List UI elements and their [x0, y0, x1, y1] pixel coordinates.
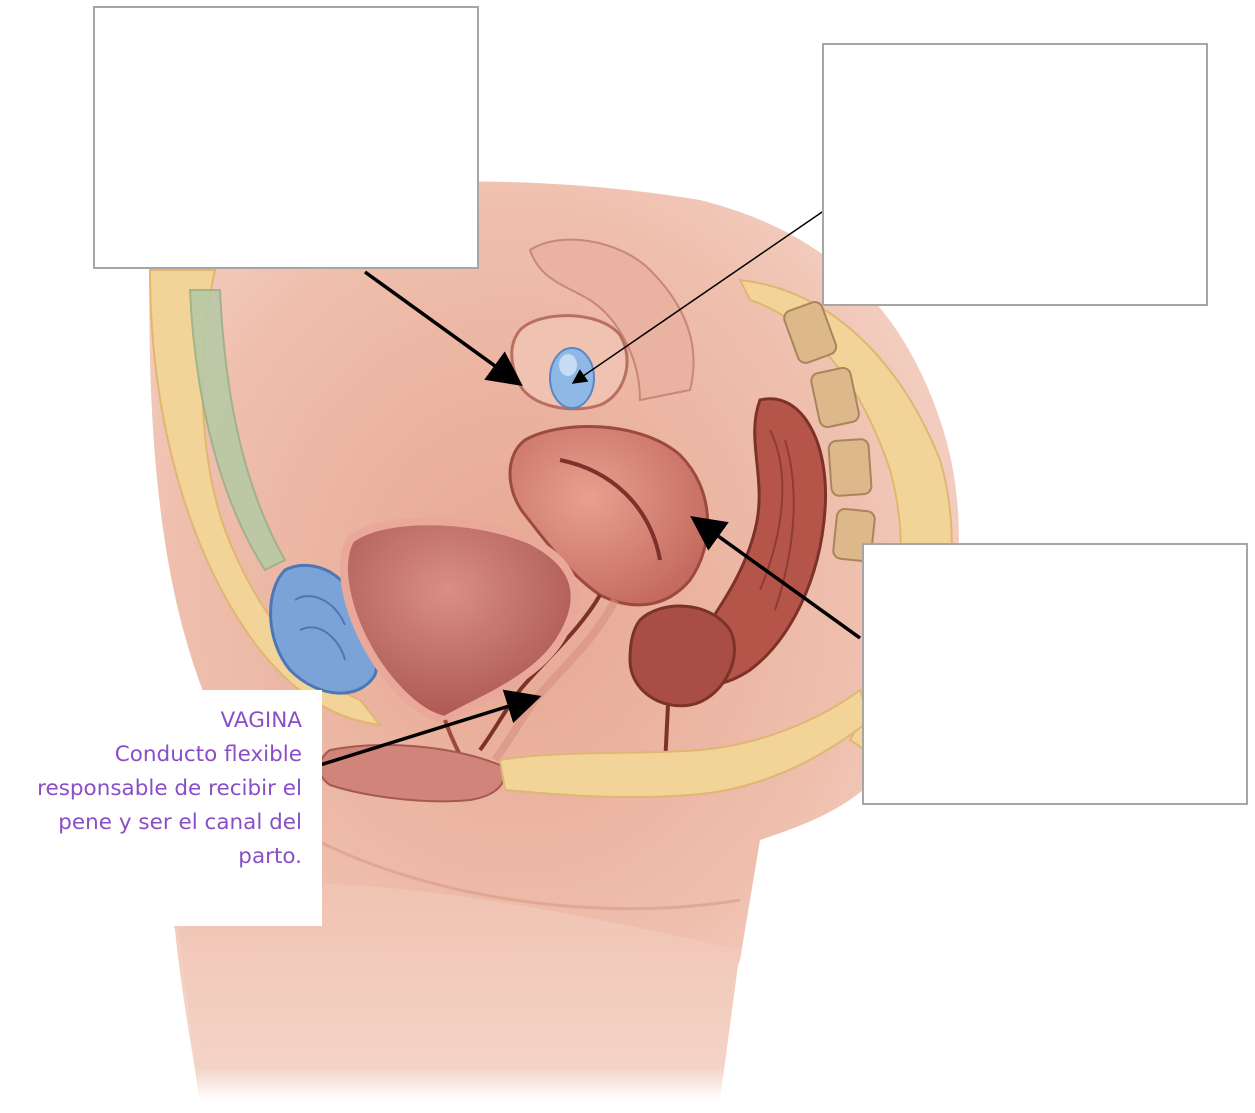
- label-box-top-right[interactable]: [822, 43, 1208, 306]
- vagina-title: VAGINA: [4, 704, 302, 738]
- vagina-desc-line-4: parto.: [4, 840, 302, 874]
- vagina-desc-line-1: Conducto flexible: [4, 738, 302, 772]
- label-box-right[interactable]: [862, 543, 1248, 805]
- ovary-highlight: [559, 354, 577, 376]
- label-box-top-left[interactable]: [93, 6, 479, 269]
- vagina-label: VAGINA Conducto flexible responsable de …: [0, 690, 322, 926]
- vagina-desc-line-3: pene y ser el canal del: [4, 806, 302, 840]
- vagina-desc-line-2: responsable de recibir el: [4, 772, 302, 806]
